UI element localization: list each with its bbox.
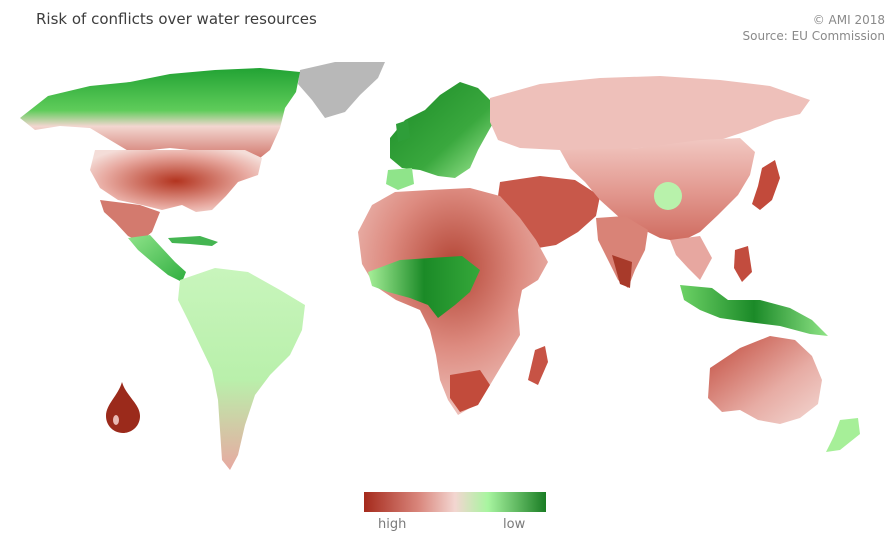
region-southern-africa: [450, 370, 490, 412]
region-west-central-africa: [368, 256, 480, 318]
region-north-america: [20, 68, 300, 162]
region-usa: [90, 150, 262, 212]
source-text: Source: EU Commission: [742, 29, 885, 43]
region-philippines: [734, 246, 752, 282]
world-map: [20, 62, 860, 470]
water-drop-icon: [106, 382, 140, 433]
region-indochina: [670, 236, 712, 280]
region-indonesia: [680, 285, 828, 336]
region-central-america: [128, 235, 186, 282]
map-title: Risk of conflicts over water resources: [36, 10, 317, 28]
region-iberia: [386, 168, 414, 190]
region-new-zealand: [826, 418, 860, 452]
legend-high-label: high: [378, 517, 407, 532]
credits: © AMI 2018 Source: EU Commission: [743, 12, 885, 44]
region-japan: [752, 160, 780, 210]
region-india-south: [612, 255, 632, 288]
region-greenland: [298, 62, 385, 118]
region-south-america: [178, 268, 305, 470]
region-caribbean: [168, 236, 218, 246]
region-uk: [396, 120, 410, 142]
copyright-text: © AMI 2018: [812, 13, 885, 27]
legend-low-label: low: [503, 517, 526, 532]
region-australia: [708, 336, 822, 424]
region-madagascar: [528, 346, 548, 385]
region-mexico: [100, 200, 160, 242]
region-russia: [490, 76, 810, 150]
region-central-china-low: [654, 182, 682, 210]
region-europe: [390, 82, 496, 178]
legend-gradient-bar: [364, 492, 546, 512]
region-india: [596, 216, 648, 288]
